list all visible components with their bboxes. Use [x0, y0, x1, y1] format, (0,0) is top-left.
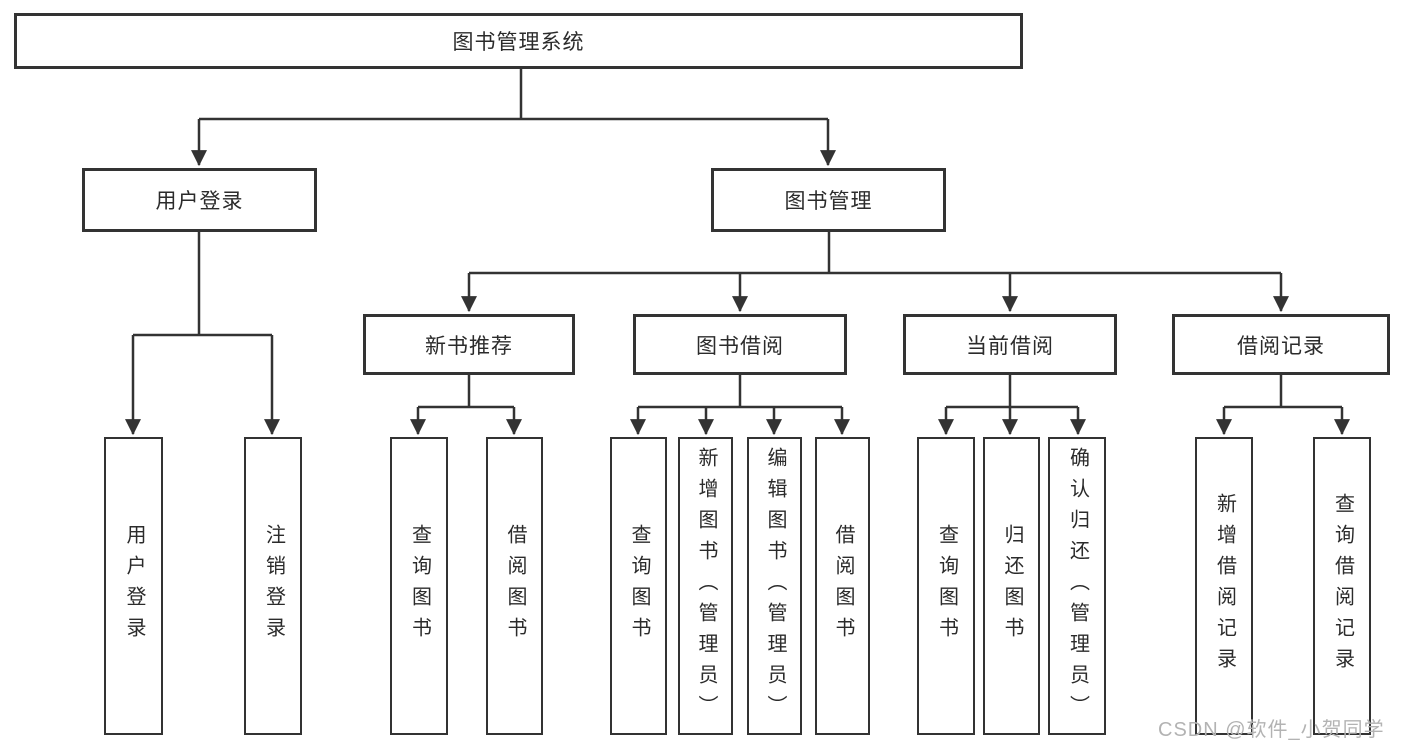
leaf-edit-books-admin-label: 编辑图书（管理员）: [764, 446, 786, 726]
leaf-query-books-recommend: 查询图书: [390, 437, 448, 735]
node-library-system: 图书管理系统: [14, 13, 1023, 69]
node-book-borrowing: 图书借阅: [633, 314, 847, 375]
node-borrowing-records-label: 借阅记录: [1237, 334, 1325, 358]
leaf-user-login-label: 用户登录: [123, 524, 145, 648]
leaf-add-borrow-record-label: 新增借阅记录: [1213, 493, 1236, 679]
leaf-borrow-books-borrowing: 借阅图书: [815, 437, 870, 735]
leaf-query-books-current-label: 查询图书: [935, 524, 958, 648]
node-borrowing-records: 借阅记录: [1172, 314, 1390, 375]
leaf-confirm-return-admin: 确认归还（管理员）: [1048, 437, 1106, 735]
leaf-borrow-books-borrowing-label: 借阅图书: [832, 524, 854, 648]
leaf-add-borrow-record: 新增借阅记录: [1195, 437, 1253, 735]
node-book-management: 图书管理: [711, 168, 946, 232]
node-current-borrowing: 当前借阅: [903, 314, 1117, 375]
leaf-borrow-books-recommend-label: 借阅图书: [504, 524, 526, 648]
leaf-query-borrow-record-label: 查询借阅记录: [1331, 493, 1354, 679]
leaf-logout-label: 注销登录: [262, 524, 285, 648]
edges-root-to-level1: [191, 69, 836, 167]
node-new-book-recommend-label: 新书推荐: [425, 334, 513, 358]
leaf-query-books-current: 查询图书: [917, 437, 975, 735]
leaf-query-borrow-record: 查询借阅记录: [1313, 437, 1371, 735]
leaf-user-login: 用户登录: [104, 437, 163, 735]
edges-record-group: [1216, 375, 1350, 436]
edges-recommend-group: [410, 375, 522, 436]
edges-borrowing-group: [630, 375, 850, 436]
node-book-borrowing-label: 图书借阅: [696, 334, 784, 358]
leaf-borrow-books-recommend: 借阅图书: [486, 437, 543, 735]
edges-current-group: [938, 375, 1086, 436]
leaf-return-books: 归还图书: [983, 437, 1040, 735]
node-user-login-label: 用户登录: [155, 190, 244, 213]
leaf-confirm-return-admin-label: 确认归还（管理员）: [1066, 446, 1089, 726]
node-current-borrowing-label: 当前借阅: [966, 334, 1054, 358]
edges-login-group: [125, 232, 280, 436]
csdn-watermark: CSDN @软件_小贺同学: [1158, 719, 1385, 741]
leaf-query-books-recommend-label: 查询图书: [408, 524, 431, 648]
leaf-add-books-admin-label: 新增图书（管理员）: [695, 446, 717, 726]
leaf-query-books-borrowing-label: 查询图书: [628, 524, 650, 648]
node-book-management-label: 图书管理: [784, 190, 873, 213]
leaf-add-books-admin: 新增图书（管理员）: [678, 437, 733, 735]
leaf-logout: 注销登录: [244, 437, 302, 735]
leaf-edit-books-admin: 编辑图书（管理员）: [747, 437, 802, 735]
leaf-return-books-label: 归还图书: [1001, 524, 1023, 648]
node-user-login: 用户登录: [82, 168, 317, 232]
leaf-query-books-borrowing: 查询图书: [610, 437, 667, 735]
node-library-system-label: 图书管理系统: [452, 31, 585, 54]
edges-mgmt-to-level2: [461, 232, 1289, 313]
node-new-book-recommend: 新书推荐: [363, 314, 575, 375]
